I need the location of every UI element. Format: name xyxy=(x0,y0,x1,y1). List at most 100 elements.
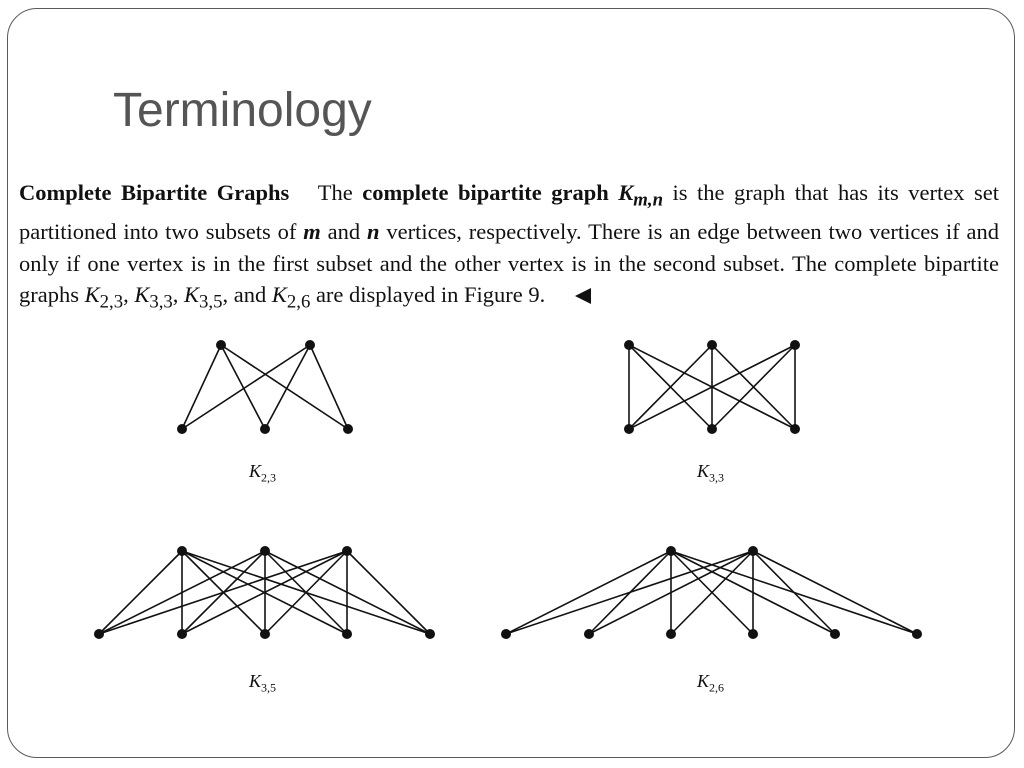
inline-k35-sub: 3,5 xyxy=(199,291,223,313)
edge-k23-t0-b0 xyxy=(181,344,222,430)
vertex-k35-top-0 xyxy=(177,546,187,556)
inline-k-letter: K xyxy=(184,282,200,307)
label-letter: K xyxy=(249,671,262,691)
edge-k35-t1-b3 xyxy=(264,550,348,635)
edge-k35-t2-b0 xyxy=(98,550,348,635)
graph-k23 xyxy=(177,340,353,434)
edge-k35-t2-b4 xyxy=(346,550,431,635)
label-k26: K2,6 xyxy=(697,671,724,696)
vertex-k35-top-2 xyxy=(342,546,352,556)
edge-k35-t1-b1 xyxy=(181,550,266,635)
edge-k33-t2-b0 xyxy=(628,344,796,430)
vertex-k33-bottom-0 xyxy=(624,424,634,434)
definition-text-2: is the graph that has its vertex set par… xyxy=(19,180,999,244)
vertex-k33-top-2 xyxy=(790,340,800,350)
graph-k35 xyxy=(94,546,435,639)
inline-k-letter: K xyxy=(84,282,100,307)
vertex-k26-top-1 xyxy=(748,546,758,556)
edge-k35-t0-b4 xyxy=(181,550,431,635)
edge-k26-t1-b4 xyxy=(752,550,836,635)
vertex-k35-bottom-4 xyxy=(425,629,435,639)
end-of-definition-triangle-icon xyxy=(575,288,592,304)
edge-k26-t1-b5 xyxy=(752,550,918,635)
vertex-k35-bottom-1 xyxy=(177,629,187,639)
edge-k26-t0-b3 xyxy=(670,550,754,635)
vertex-k26-bottom-2 xyxy=(666,629,676,639)
edge-k33-t2-b1 xyxy=(711,344,796,430)
edge-k26-t0-b1 xyxy=(588,550,672,635)
edge-k26-t1-b1 xyxy=(588,550,754,635)
edge-k26-t0-b0 xyxy=(505,550,672,635)
definition-symbol-letter: K xyxy=(618,180,634,205)
label-k33: K3,3 xyxy=(697,461,724,486)
vertex-k26-bottom-1 xyxy=(584,629,594,639)
edge-k23-t1-b0 xyxy=(181,344,311,430)
edge-k23-t0-b2 xyxy=(220,344,349,430)
label-k23: K2,3 xyxy=(249,461,276,486)
edge-k33-t0-b1 xyxy=(628,344,713,430)
definition-text-5: are displayed in Figure 9. xyxy=(310,282,546,307)
edge-k35-t1-b4 xyxy=(264,550,431,635)
vertex-k23-bottom-2 xyxy=(343,424,353,434)
vertex-k33-bottom-2 xyxy=(790,424,800,434)
inline-and: , and xyxy=(222,282,272,307)
label-letter: K xyxy=(249,461,262,481)
edge-k26-t0-b4 xyxy=(670,550,836,635)
vertex-k26-bottom-5 xyxy=(912,629,922,639)
label-k35: K3,5 xyxy=(249,671,276,696)
label-sub: 3,5 xyxy=(261,680,277,695)
label-letter: K xyxy=(697,671,710,691)
vertex-k23-top-1 xyxy=(305,340,315,350)
definition-term: complete bipartite graph xyxy=(362,180,619,205)
edge-k23-t0-b1 xyxy=(220,344,266,430)
inline-k33-sub: 3,3 xyxy=(149,291,173,313)
edge-k35-t0-b0 xyxy=(98,550,183,635)
edge-k26-t0-b5 xyxy=(670,550,918,635)
edge-k35-t2-b2 xyxy=(264,550,348,635)
vertex-k35-top-1 xyxy=(260,546,270,556)
vertex-k26-bottom-3 xyxy=(748,629,758,639)
definition-m: m xyxy=(303,219,321,244)
edge-k35-t0-b2 xyxy=(181,550,266,635)
vertex-k23-bottom-1 xyxy=(260,424,270,434)
label-sub: 2,3 xyxy=(261,470,277,485)
edge-k26-t1-b2 xyxy=(670,550,754,635)
vertex-k35-bottom-2 xyxy=(260,629,270,639)
vertex-k35-bottom-3 xyxy=(342,629,352,639)
definition-heading: Complete Bipartite Graphs xyxy=(19,180,290,205)
inline-sep: , xyxy=(172,282,185,307)
definition-text-4: vertices, respectively. There is an edge… xyxy=(19,219,999,307)
edge-k23-t1-b1 xyxy=(264,344,311,430)
edge-k33-t0-b2 xyxy=(628,344,796,430)
vertex-k26-bottom-4 xyxy=(830,629,840,639)
vertex-k26-top-0 xyxy=(666,546,676,556)
graph-k33 xyxy=(624,340,800,434)
edge-k35-t1-b0 xyxy=(98,550,266,635)
definition-text-1: The xyxy=(317,180,363,205)
label-letter: K xyxy=(697,461,710,481)
edge-k35-t2-b1 xyxy=(181,550,348,635)
inline-k-letter: K xyxy=(271,282,287,307)
definition-n: n xyxy=(366,219,380,244)
edge-k33-t1-b0 xyxy=(628,344,713,430)
definition-text-3: and xyxy=(320,219,367,244)
inline-k23-sub: 2,3 xyxy=(99,291,124,313)
slide: Terminology Complete Bipartite Graphs Th… xyxy=(7,8,1015,758)
inline-sep: , xyxy=(123,282,135,307)
graph-k26 xyxy=(501,546,922,639)
slide-title: Terminology xyxy=(113,84,372,137)
edge-k26-t1-b0 xyxy=(505,550,754,635)
vertex-k23-top-0 xyxy=(216,340,226,350)
definition-symbol-sub: m,n xyxy=(633,189,663,211)
label-sub: 2,6 xyxy=(709,680,725,695)
vertex-k23-bottom-0 xyxy=(177,424,187,434)
vertex-k33-bottom-1 xyxy=(707,424,717,434)
inline-k26-sub: 2,6 xyxy=(286,291,311,313)
vertex-k33-top-0 xyxy=(624,340,634,350)
edge-k35-t0-b3 xyxy=(181,550,348,635)
vertex-k33-top-1 xyxy=(707,340,717,350)
inline-k-letter: K xyxy=(134,282,150,307)
edge-k33-t1-b2 xyxy=(711,344,796,430)
definition-paragraph: Complete Bipartite Graphs The complete b… xyxy=(19,177,999,318)
edge-k23-t1-b2 xyxy=(309,344,349,430)
